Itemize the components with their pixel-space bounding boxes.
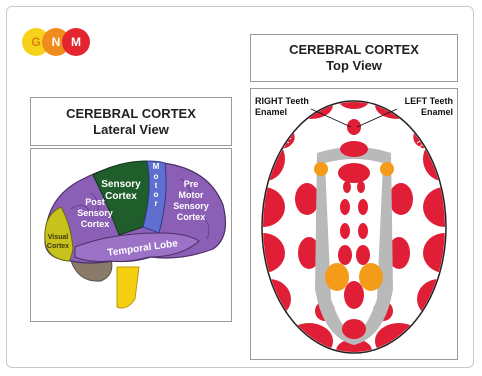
top-view-brain-svg: RIGHT Teeth Enamel LEFT Teeth Enamel	[251, 89, 457, 359]
brainstem-shape	[117, 267, 139, 308]
pre-motor-label-4: Cortex	[177, 212, 206, 222]
motor-label-r: r	[154, 199, 157, 208]
sensory-cortex-label-2: Cortex	[105, 191, 137, 202]
post-sensory-label-1: Post	[85, 197, 105, 207]
motor-label-o1: o	[154, 172, 159, 181]
right-teeth-label-1: RIGHT Teeth	[255, 96, 309, 106]
lateral-title-line1: CEREBRAL CORTEX	[31, 106, 231, 122]
top-view-title: CEREBRAL CORTEX Top View	[250, 34, 458, 82]
gnm-logo: G N M	[22, 28, 92, 58]
left-teeth-label-1: LEFT Teeth	[405, 96, 453, 106]
visual-cortex-label-2: Cortex	[47, 243, 69, 250]
lateral-brain-svg: Sensory Cortex M o t o r Post Sensory Co…	[31, 149, 231, 321]
visual-cortex-label-1: Visual	[48, 234, 69, 241]
motor-label-m: M	[153, 162, 160, 171]
motor-label-t: t	[155, 181, 158, 190]
logo-letter-m: M	[62, 28, 90, 56]
top-view-brain-diagram: RIGHT Teeth Enamel LEFT Teeth Enamel	[250, 88, 458, 360]
top-title-line2: Top View	[251, 58, 457, 74]
top-title-line1: CEREBRAL CORTEX	[251, 42, 457, 58]
pre-motor-label-3: Sensory	[173, 201, 209, 211]
left-teeth-label-2: Enamel	[421, 107, 453, 117]
lateral-view-title: CEREBRAL CORTEX Lateral View	[30, 97, 232, 146]
pre-motor-label-1: Pre	[184, 179, 199, 189]
post-sensory-label-2: Sensory	[77, 208, 113, 218]
pre-motor-label-2: Motor	[179, 190, 204, 200]
lateral-title-line2: Lateral View	[31, 122, 231, 138]
post-sensory-label-3: Cortex	[81, 219, 110, 229]
right-teeth-label-2: Enamel	[255, 107, 287, 117]
motor-label-o2: o	[154, 190, 159, 199]
lateral-brain-diagram: Sensory Cortex M o t o r Post Sensory Co…	[30, 148, 232, 322]
sensory-cortex-label-1: Sensory	[101, 179, 141, 190]
